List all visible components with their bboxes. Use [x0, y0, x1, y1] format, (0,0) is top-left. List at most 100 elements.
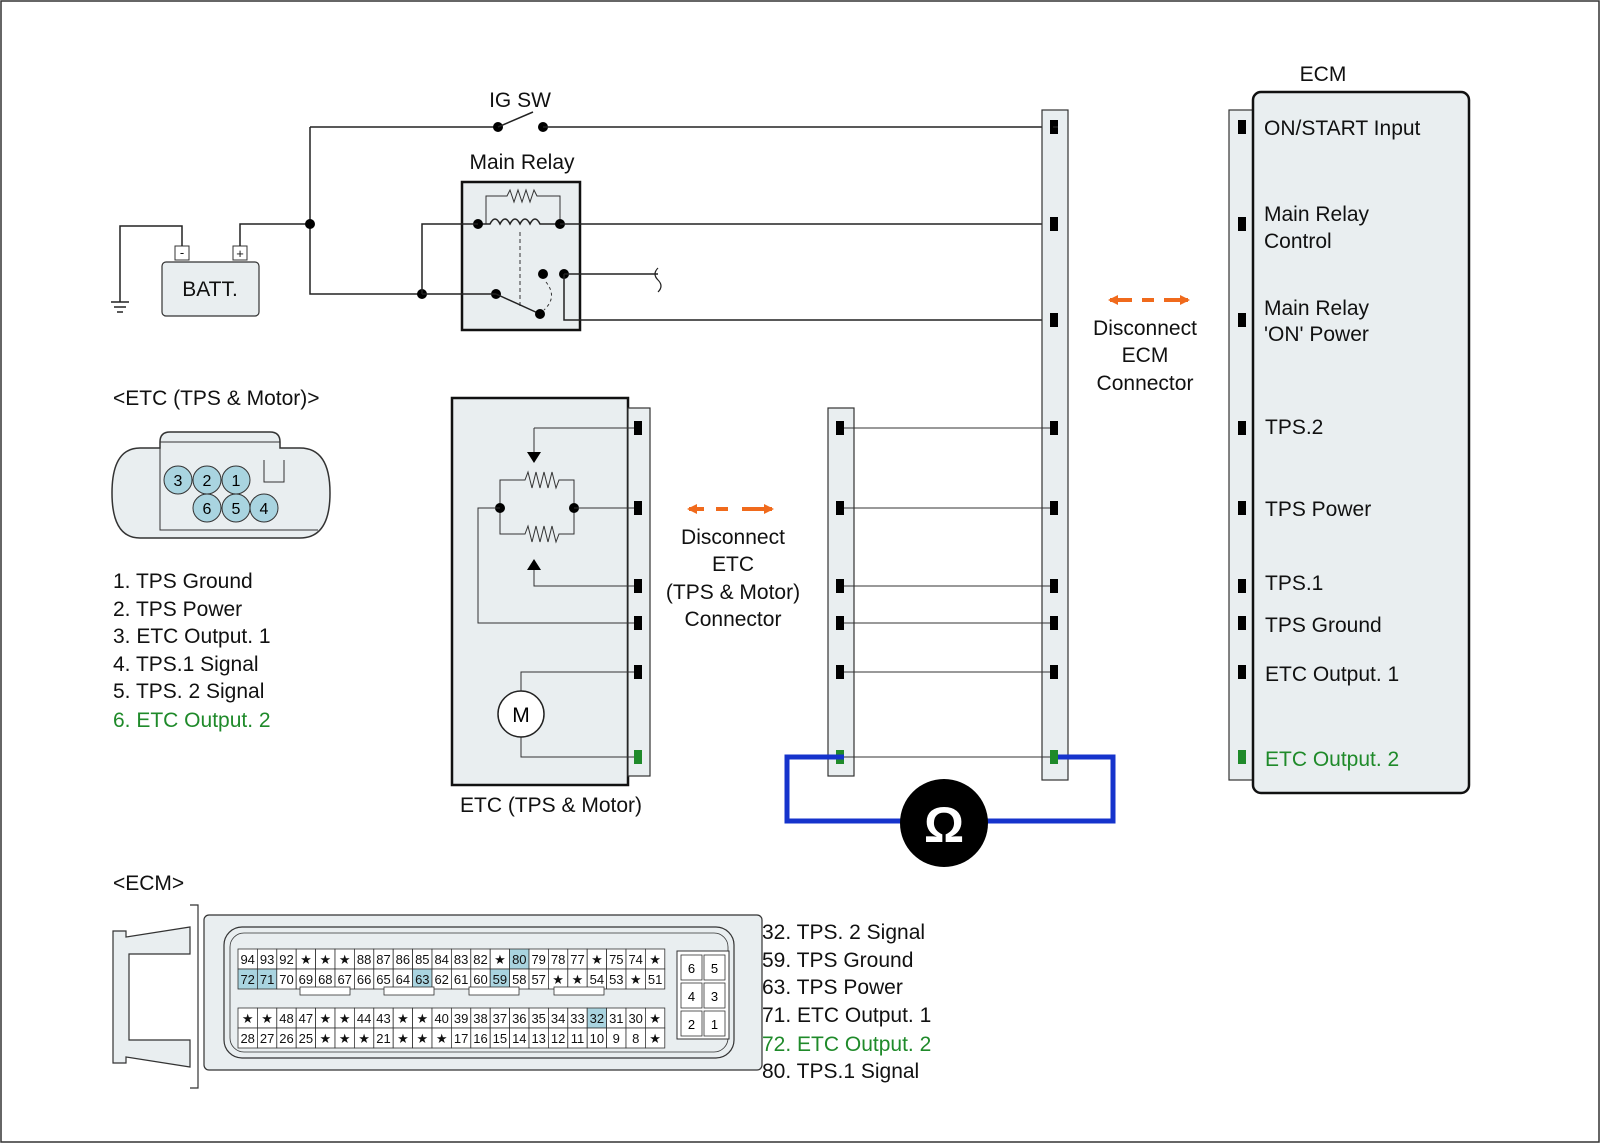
- ecm-pin-label: TPS.1: [1265, 572, 1323, 595]
- disconnect-ecm-label: ECM: [1122, 344, 1169, 367]
- ecm-pin-number: ★: [319, 1011, 331, 1026]
- ecm-harness-connector: [1041, 109, 1069, 781]
- ecm-pin-number: 35: [531, 1011, 545, 1026]
- ecm-pin-number: 17: [454, 1031, 468, 1046]
- ecm-pin-number: 88: [357, 952, 371, 967]
- harness-wires: [844, 427, 1050, 758]
- ecm-legend-item: 71. ETC Output. 1: [762, 1004, 931, 1027]
- ecm-pin-number: ★: [630, 972, 642, 987]
- ecm-pin-label-highlighted: ETC Output. 2: [1265, 748, 1399, 771]
- ecm-pin-number: 79: [531, 952, 545, 967]
- ecm-pin-number: 71: [260, 972, 274, 987]
- ecm-pin-number: 84: [434, 952, 448, 967]
- ecm-pin-number: 80: [512, 952, 526, 967]
- etc-legend-item: 1. TPS Ground: [113, 570, 253, 593]
- ecm-pin-number: 93: [260, 952, 274, 967]
- etc-legend-item-highlighted: 6. ETC Output. 2: [113, 709, 271, 732]
- ecm-pin-number: ★: [416, 1031, 428, 1046]
- ecm-pin-number: 72: [240, 972, 254, 987]
- ecm-small-pin-cell: [680, 1010, 703, 1037]
- ecm-pin-label: TPS.2: [1265, 416, 1323, 439]
- ecm-small-pin-cell: [703, 982, 726, 1009]
- ecm-pin-number: 43: [376, 1011, 390, 1026]
- ecm-pin-number: ★: [416, 1011, 428, 1026]
- ecm-pin-cell: [645, 1027, 666, 1049]
- ecm-pin-number: 61: [454, 972, 468, 987]
- etc-pin-number: 1: [232, 473, 241, 490]
- ecm-pin-number: 51: [648, 972, 662, 987]
- ecm-pin-number: 54: [590, 972, 604, 987]
- ecm-pin-number: ★: [397, 1011, 409, 1026]
- ignition-switch: IG SW: [310, 89, 1053, 132]
- ecm-pin-number: 15: [493, 1031, 507, 1046]
- disconnect-etc-label: Connector: [685, 608, 782, 631]
- ecm-pin-number: 21: [376, 1031, 390, 1046]
- disconnect-etc-label: ETC: [712, 553, 754, 576]
- ecm-pin-label: TPS Power: [1265, 498, 1371, 521]
- ecm-pin-number: 74: [628, 952, 642, 967]
- ecm-pin-number: 37: [493, 1011, 507, 1026]
- ohm-icon: Ω: [924, 797, 964, 853]
- ecm-pin-number: 67: [337, 972, 351, 987]
- ecm-pin-number: 53: [609, 972, 623, 987]
- ecm-pin-number: 27: [260, 1031, 274, 1046]
- ecm-module: ECM ON/START Input Main Relay Control Ma…: [1228, 63, 1471, 795]
- etc-pin-number: 2: [203, 473, 212, 490]
- battery-bus-wire: [309, 127, 422, 295]
- ecm-small-pin-number: 6: [688, 961, 695, 976]
- ecm-small-pin-number: 1: [711, 1017, 718, 1032]
- motor-label: M: [512, 704, 530, 727]
- ecm-pin-number: 66: [357, 972, 371, 987]
- etc-legend-item: 3. ETC Output. 1: [113, 625, 271, 648]
- ecm-pin-number: 60: [473, 972, 487, 987]
- battery: - + BATT.: [161, 245, 260, 317]
- ecm-pin-number: ★: [494, 952, 506, 967]
- ecm-pin-number: 68: [318, 972, 332, 987]
- ecm-small-pin-cell: [680, 954, 703, 981]
- ecm-pin-number: 38: [473, 1011, 487, 1026]
- ecm-small-pin-number: 2: [688, 1017, 695, 1032]
- ecm-pin-number: ★: [572, 972, 584, 987]
- etc-unit: M ETC (TPS & Motor): [450, 396, 651, 817]
- ecm-pin-number: 28: [240, 1031, 254, 1046]
- ecm-pin-label: ETC Output. 1: [1265, 663, 1399, 686]
- battery-positive-wire: [239, 223, 310, 246]
- ecm-pin-number: 25: [299, 1031, 313, 1046]
- ecm-pin-label: Main Relay: [1264, 203, 1370, 226]
- ecm-pin-number: 31: [609, 1011, 623, 1026]
- disconnect-etc-label: Disconnect: [681, 526, 785, 549]
- ecm-pin-number: 82: [473, 952, 487, 967]
- ecm-pin-number: ★: [591, 952, 603, 967]
- ecm-pin-number: 77: [570, 952, 584, 967]
- ecm-pin-number: 9: [613, 1031, 620, 1046]
- etc-pin-number: 4: [260, 501, 269, 518]
- ecm-pin-number: 26: [279, 1031, 293, 1046]
- ecm-legend-item-highlighted: 72. ETC Output. 2: [762, 1033, 931, 1056]
- main-relay: Main Relay: [460, 151, 582, 332]
- ecm-pin-number: 12: [551, 1031, 565, 1046]
- ecm-pin-number: 70: [279, 972, 293, 987]
- ecm-pin-number: ★: [552, 972, 564, 987]
- battery-minus-label: -: [180, 245, 184, 260]
- disconnect-ecm-label: Disconnect: [1093, 317, 1197, 340]
- ecm-pin-number: 16: [473, 1031, 487, 1046]
- ecm-pin-legend: 32. TPS. 2 Signal 59. TPS Ground 63. TPS…: [762, 921, 931, 1083]
- ecm-pin-number: ★: [300, 952, 312, 967]
- ecm-pin-number: ★: [649, 1011, 661, 1026]
- ecm-pin-number: 75: [609, 952, 623, 967]
- disconnect-ecm-indicator: Disconnect ECM Connector: [1093, 295, 1197, 395]
- main-relay-label: Main Relay: [469, 151, 575, 174]
- ohmmeter: Ω: [784, 754, 1116, 867]
- ecm-pin-number: 30: [628, 1011, 642, 1026]
- etc-connector-face: 3 2 1 6 5 4: [111, 431, 331, 539]
- ecm-pin-number: ★: [339, 1031, 351, 1046]
- ecm-small-pin-cell: [703, 1010, 726, 1037]
- ecm-pin-number: ★: [436, 1031, 448, 1046]
- ecm-pin-number: ★: [261, 1011, 273, 1026]
- battery-plus-label: +: [236, 246, 244, 261]
- etc-legend-item: 4. TPS.1 Signal: [113, 653, 259, 676]
- ecm-pin-number: 33: [570, 1011, 584, 1026]
- disconnect-etc-label: (TPS & Motor): [666, 581, 800, 604]
